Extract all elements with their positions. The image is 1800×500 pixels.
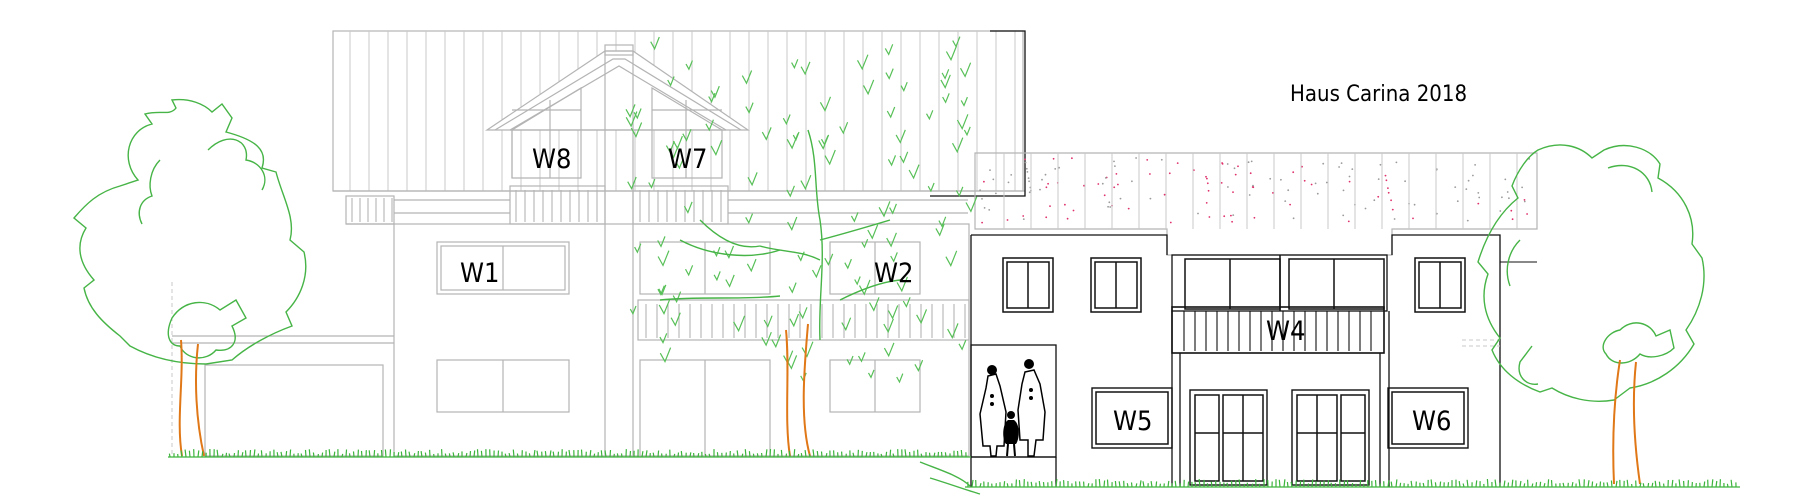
label-w1: W1: [460, 258, 499, 289]
window-upper-left-2: [1090, 257, 1142, 313]
dormer-gable: [485, 44, 750, 131]
tree-left: [73, 98, 307, 457]
upper-balconies: [345, 185, 968, 225]
ground-grass: [168, 448, 1740, 495]
window-w1: [436, 241, 570, 295]
old-house: [171, 30, 1026, 457]
label-w4: W4: [1266, 316, 1305, 347]
window-labels: W8 W7 W1 W2 W4 W5 W6: [460, 144, 1451, 437]
window-w4: [1171, 254, 1390, 487]
label-w7: W7: [668, 144, 707, 175]
label-w8: W8: [532, 144, 571, 175]
label-w6: W6: [1412, 406, 1451, 437]
tree-right: [1477, 144, 1705, 485]
window-upper-left-1: [1002, 257, 1054, 313]
drawing-title: Haus Carina 2018: [1290, 82, 1467, 107]
window-w6: [1387, 387, 1469, 449]
label-w5: W5: [1113, 406, 1152, 437]
new-house: [970, 152, 1538, 487]
climbing-plant: [625, 36, 978, 457]
label-w2: W2: [874, 258, 913, 289]
new-house-roof: [974, 152, 1538, 256]
window-w8: [511, 86, 582, 179]
people-figures-icon: [979, 359, 1046, 457]
garage: [171, 282, 394, 457]
lower-balcony: [637, 299, 970, 341]
window-upper-right: [1414, 257, 1466, 313]
patio-door-right: [1291, 389, 1370, 486]
window-w5: [1091, 387, 1173, 449]
patio-door-left: [1189, 389, 1268, 486]
